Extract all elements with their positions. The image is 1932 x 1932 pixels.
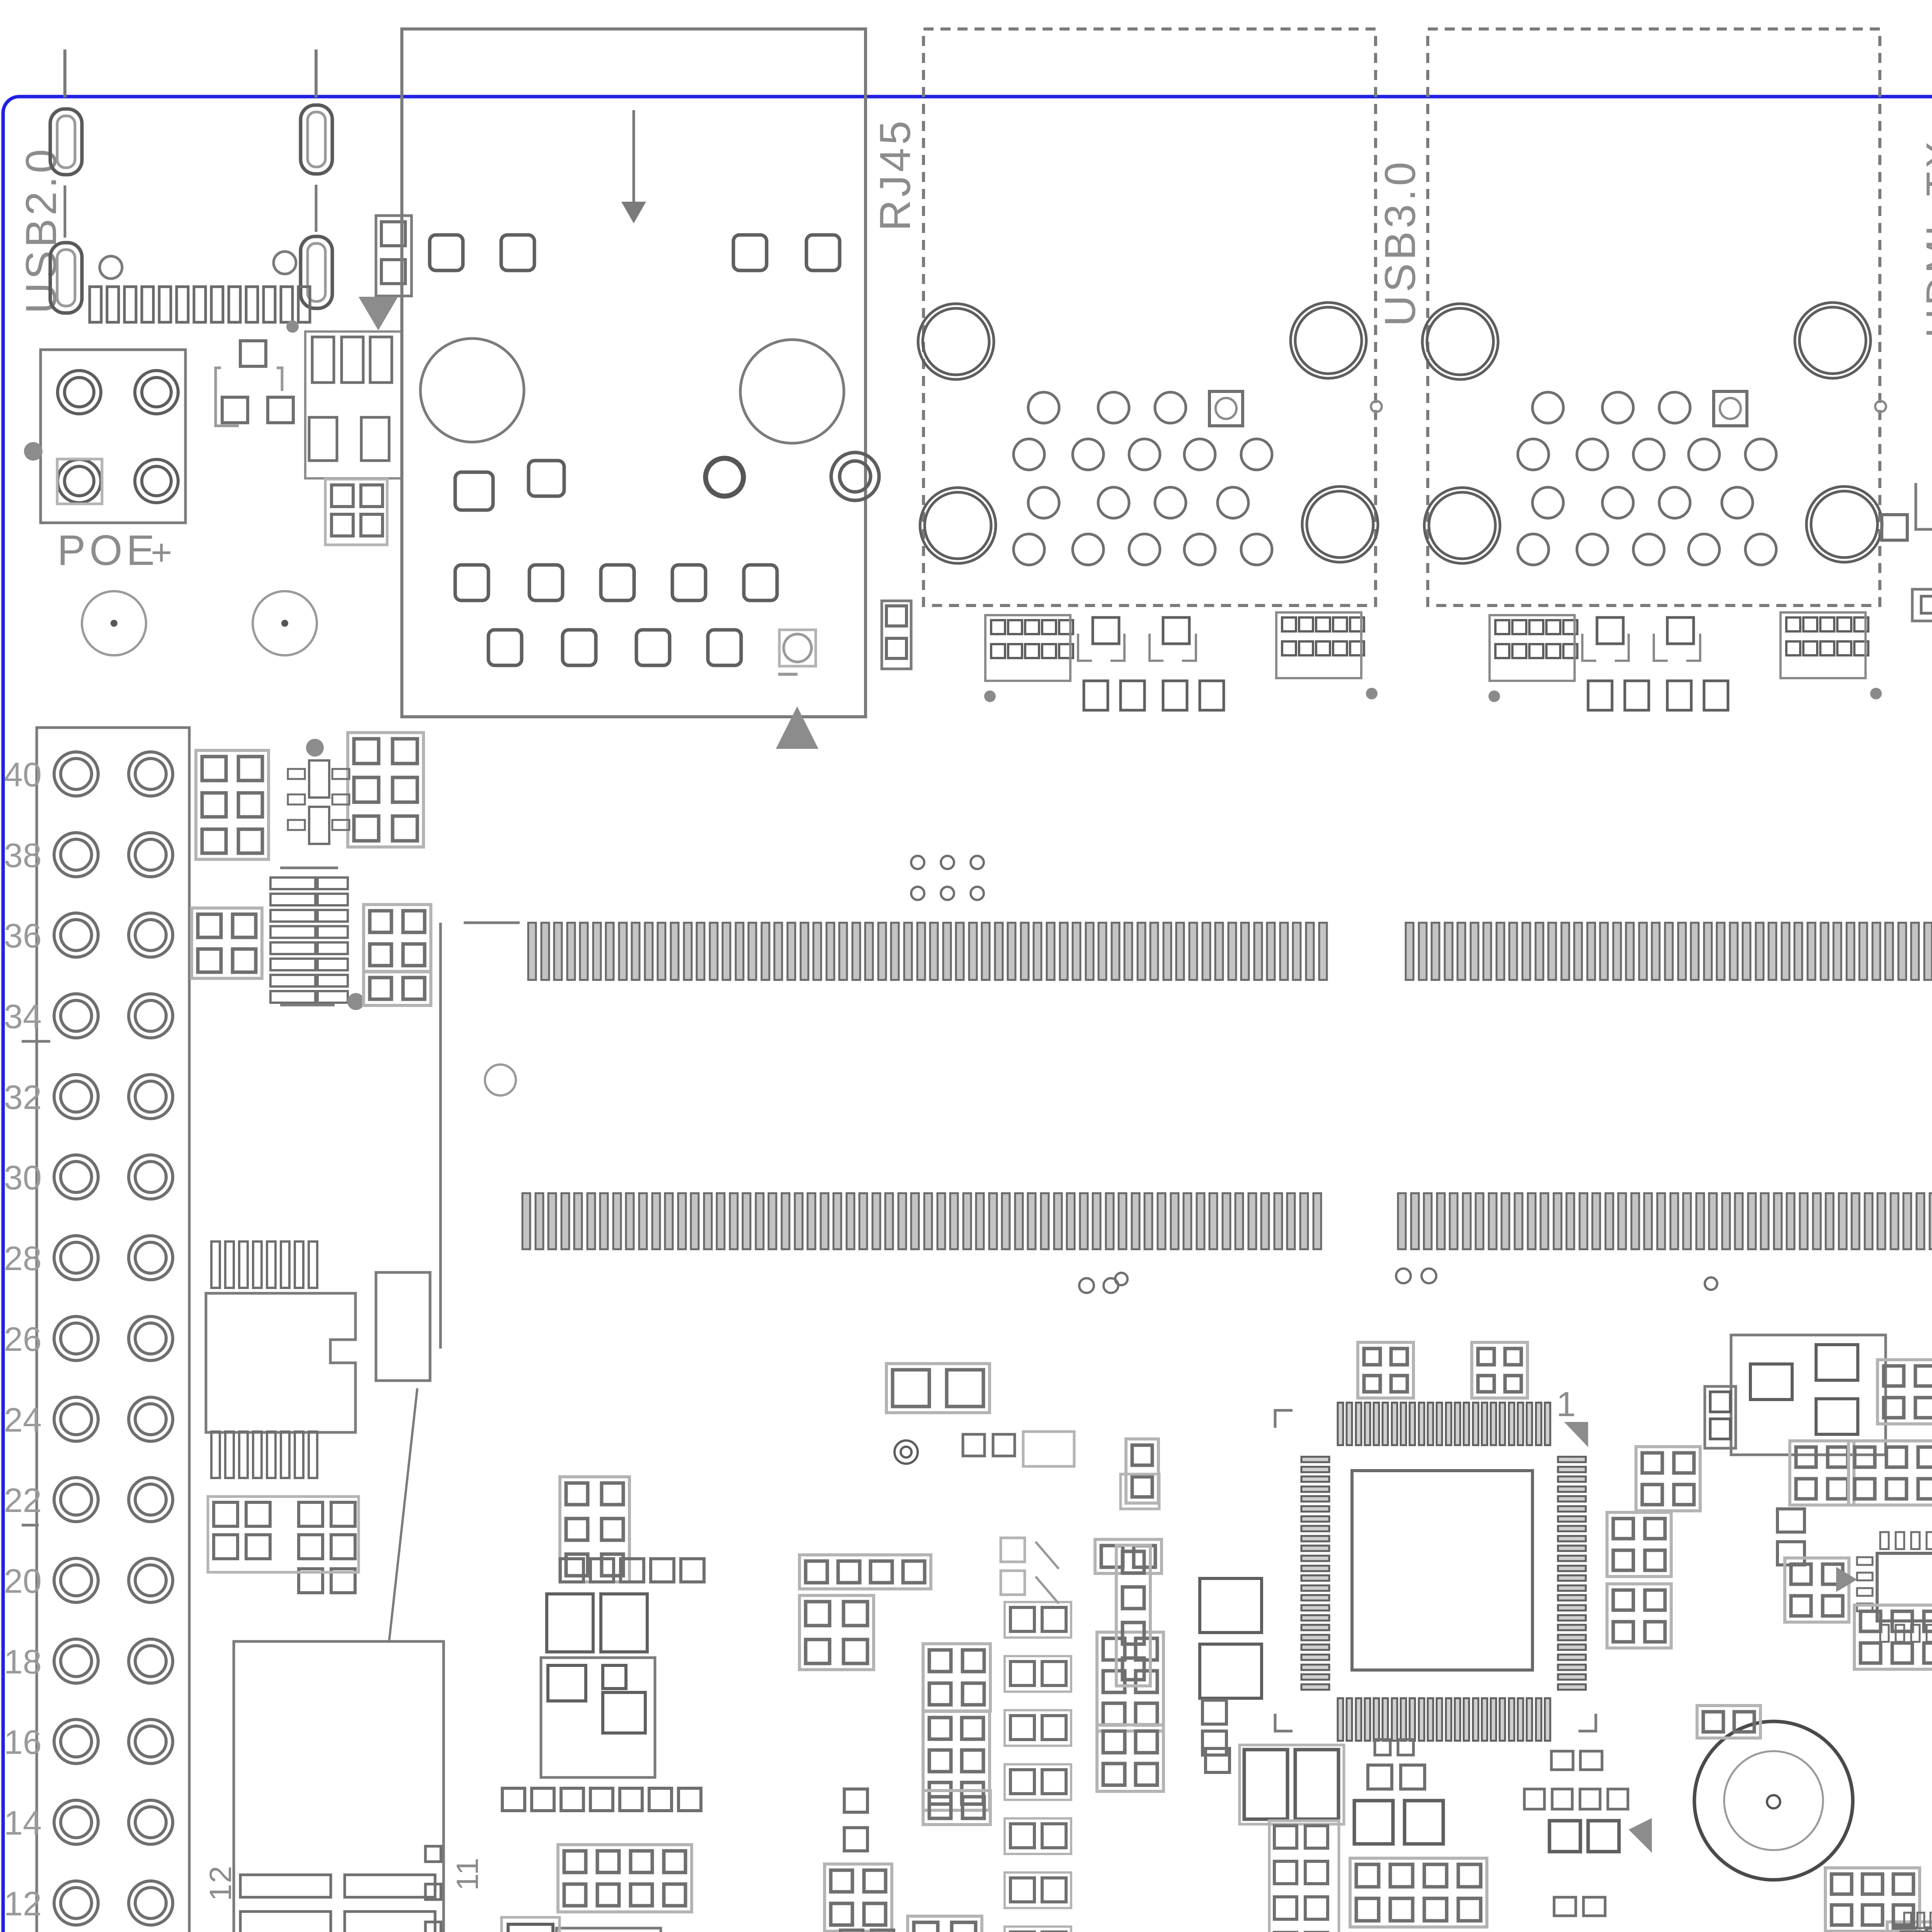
svg-text:POE: POE xyxy=(57,527,158,574)
svg-text:36: 36 xyxy=(4,917,42,955)
svg-text:14: 14 xyxy=(4,1804,42,1842)
svg-text:30: 30 xyxy=(4,1158,42,1197)
svg-text:34: 34 xyxy=(4,997,42,1036)
svg-text:40: 40 xyxy=(4,755,42,794)
svg-text:RJ45: RJ45 xyxy=(871,118,919,231)
svg-text:12: 12 xyxy=(4,1884,42,1923)
svg-text:HDMI_TX: HDMI_TX xyxy=(1918,138,1932,338)
svg-text:24: 24 xyxy=(4,1401,42,1439)
svg-text:28: 28 xyxy=(4,1239,42,1277)
svg-text:22: 22 xyxy=(4,1481,42,1519)
svg-text:11: 11 xyxy=(450,1857,485,1891)
svg-text:16: 16 xyxy=(4,1723,42,1761)
svg-text:+: + xyxy=(151,532,174,573)
svg-text:38: 38 xyxy=(4,836,42,874)
svg-text:1: 1 xyxy=(1556,1385,1578,1424)
svg-text:18: 18 xyxy=(4,1643,42,1681)
svg-text:20: 20 xyxy=(4,1562,42,1600)
svg-text:26: 26 xyxy=(4,1320,42,1358)
svg-text:32: 32 xyxy=(4,1078,42,1116)
svg-text:USB3.0: USB3.0 xyxy=(1376,159,1424,327)
svg-text:12: 12 xyxy=(203,1865,238,1901)
